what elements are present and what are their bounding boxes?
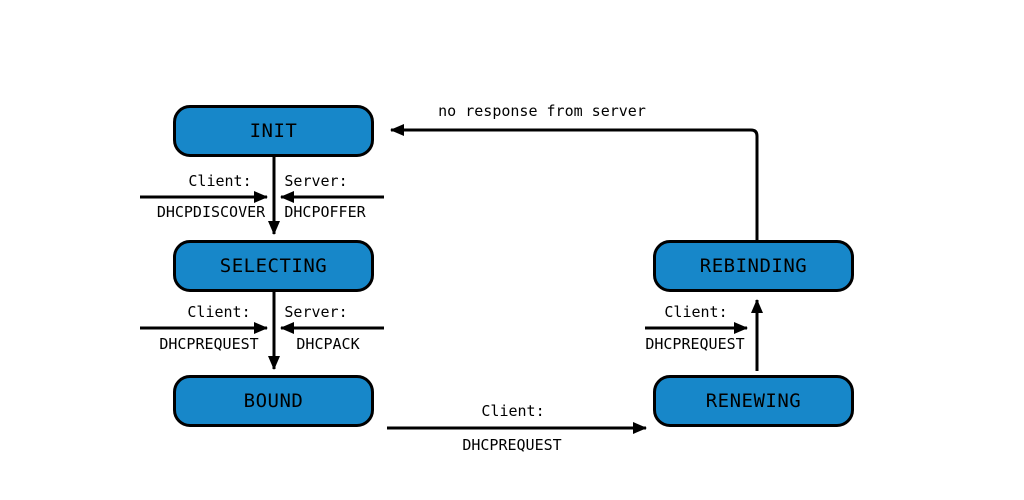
label-init-selecting-server: Server: <box>284 172 348 190</box>
label-selecting-bound-client-message: DHCPREQUEST <box>159 335 259 353</box>
label-init-selecting-server-message: DHCPOFFER <box>284 203 366 221</box>
state-rebinding: REBINDING <box>653 240 854 292</box>
label-selecting-bound-client: Client: <box>187 303 251 321</box>
label-rebinding-init-no-response: no response from server <box>438 102 646 120</box>
state-renewing: RENEWING <box>653 375 854 427</box>
label-selecting-bound-server: Server: <box>284 303 348 321</box>
label-renewing-rebinding-client: Client: <box>664 303 728 321</box>
arrow-rebinding-to-init <box>390 124 759 240</box>
label-bound-renewing-client-message: DHCPREQUEST <box>462 436 562 454</box>
label-init-selecting-client-message: DHCPDISCOVER <box>156 203 266 221</box>
label-bound-renewing-client: Client: <box>481 402 545 420</box>
label-init-selecting-client: Client: <box>188 172 252 190</box>
state-init: INIT <box>173 105 374 157</box>
state-selecting: SELECTING <box>173 240 374 292</box>
state-bound: BOUND <box>173 375 374 427</box>
label-renewing-rebinding-client-message: DHCPREQUEST <box>645 335 745 353</box>
label-selecting-bound-server-message: DHCPACK <box>296 335 360 353</box>
